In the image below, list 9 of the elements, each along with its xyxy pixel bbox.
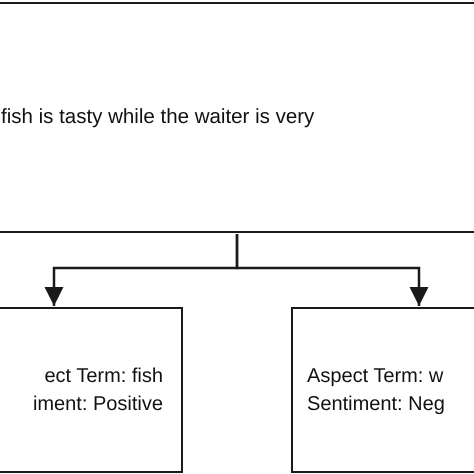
node-text: ect Term: fish bbox=[44, 364, 163, 389]
text-box bbox=[0, 307, 183, 473]
text-box bbox=[291, 307, 474, 473]
arrow bbox=[236, 234, 428, 306]
node-text: Sentiment: Neg bbox=[307, 392, 445, 417]
node-text: iment: Positive bbox=[32, 392, 163, 417]
node-text: fish is tasty while the waiter is very bbox=[1, 104, 314, 130]
node-text: Aspect Term: w bbox=[307, 364, 444, 389]
text-box bbox=[0, 2, 474, 233]
